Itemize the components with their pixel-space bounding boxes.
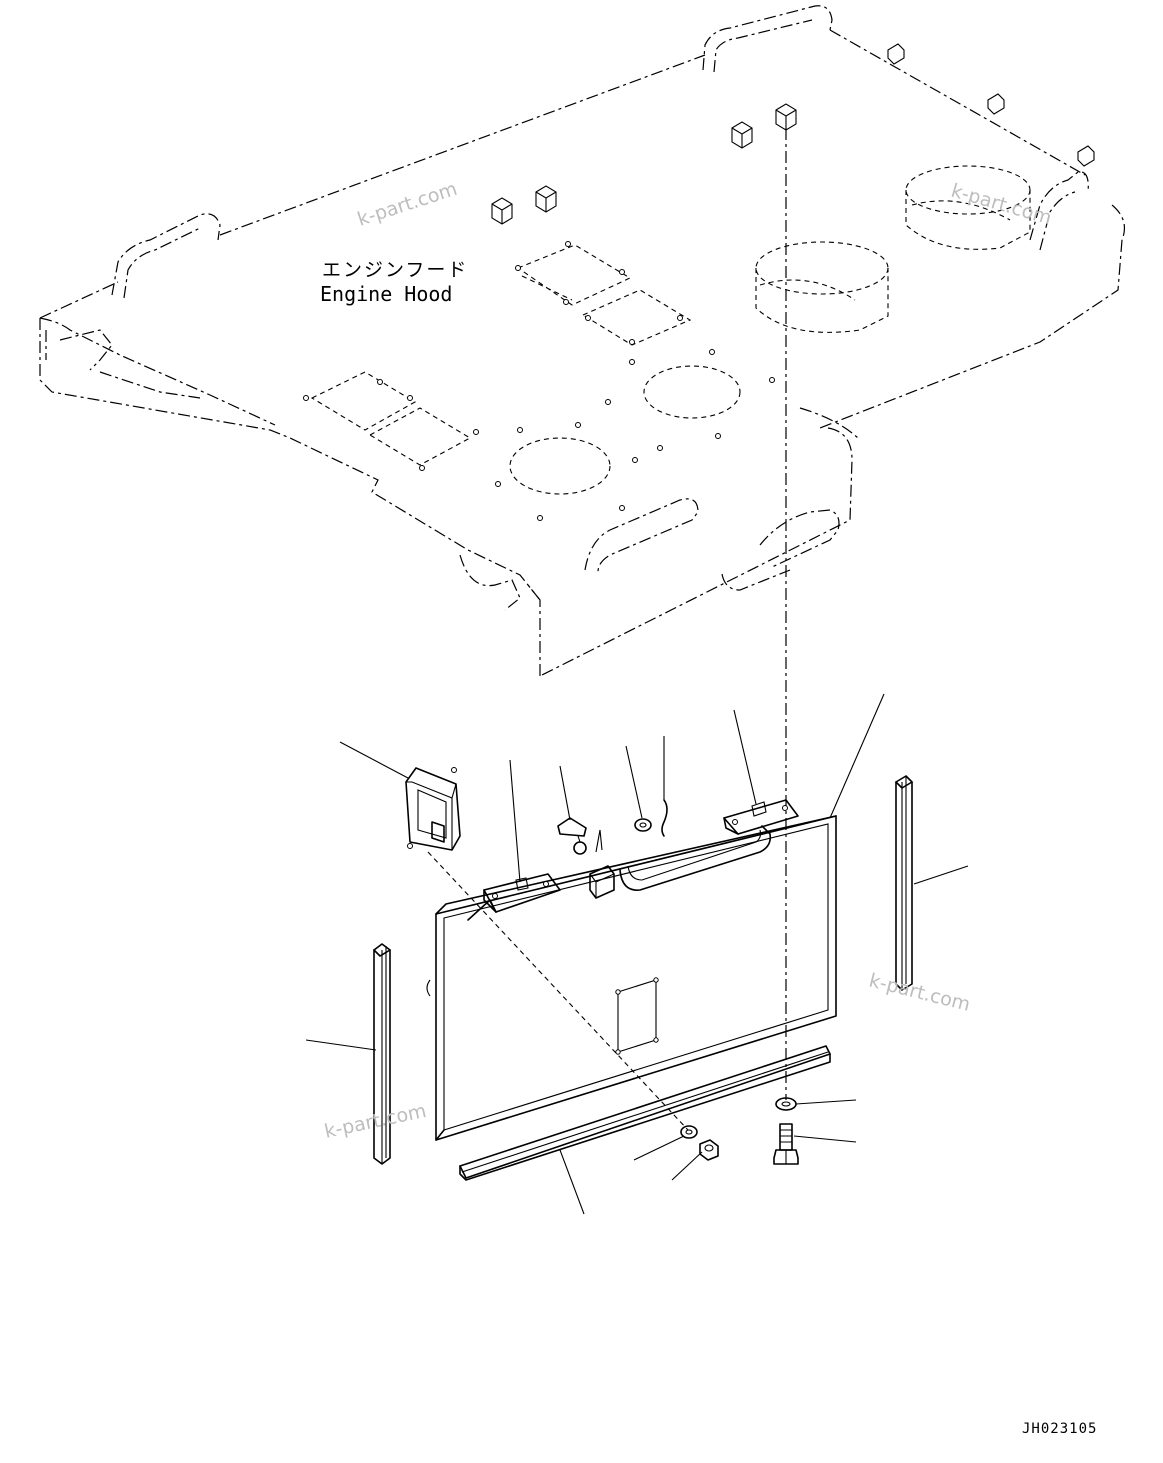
engine-hood xyxy=(39,5,1125,677)
hood-opening xyxy=(509,165,1031,495)
washer-top xyxy=(634,818,652,832)
door-panel xyxy=(426,815,837,1141)
latch-block xyxy=(589,829,615,899)
seal-strip-bottom xyxy=(459,1045,831,1181)
nut xyxy=(699,1139,719,1161)
watermark: k-part.com xyxy=(949,180,1055,230)
door-handle xyxy=(619,825,772,891)
watermark: k-part.com xyxy=(355,178,460,231)
hood-bolt-holes xyxy=(303,241,775,521)
watermark: k-part.com xyxy=(322,1100,428,1143)
seal-strip-left xyxy=(373,943,391,1165)
watermark: k-part.com xyxy=(867,970,973,1016)
engine-hood-label-en: Engine Hood xyxy=(320,282,452,306)
hinge-left xyxy=(467,873,561,921)
lock-bracket xyxy=(405,767,461,851)
seal-strip-right xyxy=(895,775,913,991)
assembly-guide-line xyxy=(427,851,689,1131)
spring-pin xyxy=(661,799,668,837)
leader-lines xyxy=(305,693,969,1215)
latch-rod xyxy=(557,817,587,855)
hood-access-cover xyxy=(310,244,692,466)
drawing-code: JH023105 xyxy=(1022,1421,1097,1437)
washer-small xyxy=(680,1125,698,1139)
bolt xyxy=(773,1123,799,1165)
engine-hood-label-jp: エンジンフード xyxy=(322,259,468,281)
hinge-right xyxy=(723,799,799,835)
hood-mount-block xyxy=(491,103,797,225)
